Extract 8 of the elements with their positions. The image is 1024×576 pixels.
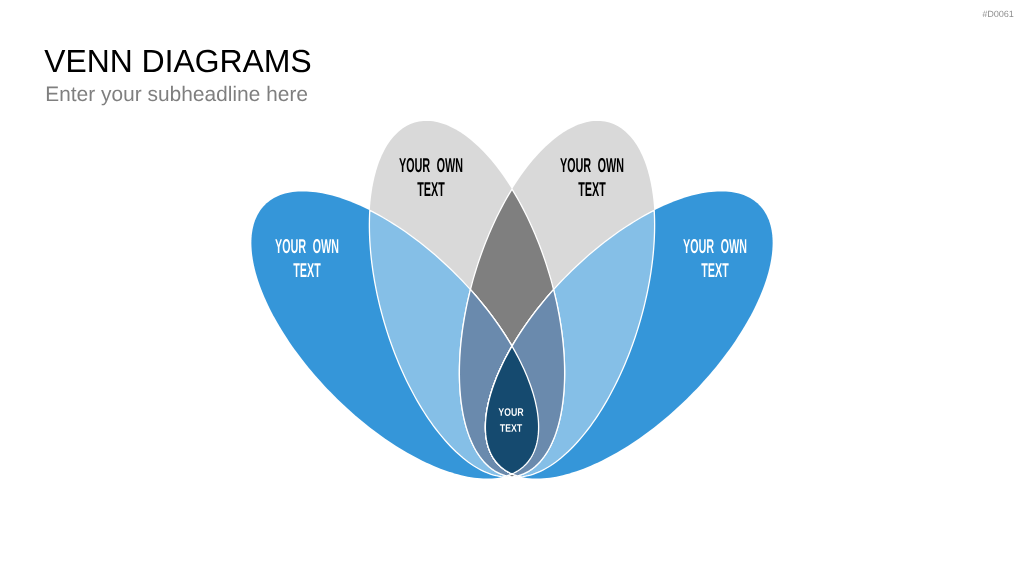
title: VENN DIAGRAMS [44,49,311,73]
petal-label: YOUR OWN TEXT [560,158,624,196]
slide-code: #D0061 [982,10,1014,18]
petal-label: YOUR OWN TEXT [399,158,463,196]
region-label: YOUR TEXT [498,408,524,432]
petal-label: YOUR OWN TEXT [683,239,747,277]
petal-label: YOUR OWN TEXT [275,239,339,277]
subtitle: Enter your subheadline here [46,85,308,106]
